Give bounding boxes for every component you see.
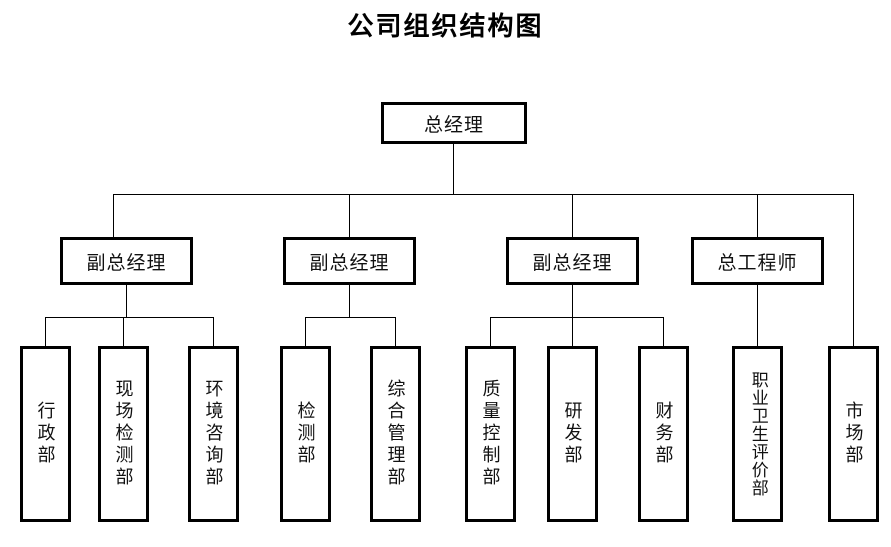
connector-vp1-to-d2 <box>123 317 124 346</box>
connector-vp2-bus <box>305 317 395 318</box>
connector-vp3-to-d8 <box>663 317 664 346</box>
connector-vp1-to-d1 <box>45 317 46 346</box>
node-quality-control-department[interactable]: 质量控制部 <box>465 346 516 522</box>
connector-bus-to-marketing <box>853 194 854 346</box>
connector-vp3-drop <box>572 285 573 318</box>
node-marketing-department[interactable]: 市场部 <box>828 346 879 522</box>
connector-level2-bus <box>113 194 854 195</box>
node-chief-engineer[interactable]: 总工程师 <box>691 237 824 285</box>
connector-vp2-to-d4 <box>305 317 306 346</box>
node-deputy-general-manager-3[interactable]: 副总经理 <box>506 237 639 285</box>
connector-bus-to-vp3 <box>572 194 573 237</box>
node-testing-department[interactable]: 检测部 <box>280 346 331 522</box>
node-research-development-department-label: 研发部 <box>562 401 583 467</box>
connector-chief-engineer-to-d9 <box>757 285 758 346</box>
page-title: 公司组织结构图 <box>347 12 544 41</box>
connector-root-drop <box>453 143 454 195</box>
node-deputy-general-manager-2[interactable]: 副总经理 <box>283 237 416 285</box>
node-marketing-department-label: 市场部 <box>843 401 864 467</box>
node-environmental-consulting-department[interactable]: 环境咨询部 <box>188 346 239 522</box>
node-environmental-consulting-department-label: 环境咨询部 <box>203 379 224 489</box>
node-deputy-general-manager-3-label: 副总经理 <box>532 252 613 274</box>
node-comprehensive-management-department-label: 综合管理部 <box>385 379 406 489</box>
connector-vp1-drop <box>126 285 127 318</box>
connector-vp2-drop <box>349 285 350 318</box>
node-deputy-general-manager-1[interactable]: 副总经理 <box>60 237 193 285</box>
node-occupational-health-evaluation-department[interactable]: 职业卫生评价部 <box>732 346 783 522</box>
node-finance-department[interactable]: 财务部 <box>638 346 689 522</box>
connector-vp3-bus <box>490 317 663 318</box>
node-quality-control-department-label: 质量控制部 <box>480 379 501 489</box>
connector-bus-to-vp1 <box>113 194 114 237</box>
connector-bus-to-chief-engineer <box>757 194 758 237</box>
node-administration-department[interactable]: 行政部 <box>20 346 71 522</box>
connector-bus-to-vp2 <box>349 194 350 237</box>
node-comprehensive-management-department[interactable]: 综合管理部 <box>370 346 421 522</box>
node-general-manager[interactable]: 总经理 <box>381 102 527 144</box>
connector-vp2-to-d5 <box>395 317 396 346</box>
connector-vp3-to-d6 <box>490 317 491 346</box>
node-onsite-testing-department-label: 现场检测部 <box>113 379 134 489</box>
connector-vp1-to-d3 <box>213 317 214 346</box>
node-administration-department-label: 行政部 <box>35 401 56 467</box>
node-research-development-department[interactable]: 研发部 <box>547 346 598 522</box>
node-deputy-general-manager-1-label: 副总经理 <box>86 252 167 274</box>
node-deputy-general-manager-2-label: 副总经理 <box>309 252 390 274</box>
node-occupational-health-evaluation-department-label: 职业卫生评价部 <box>748 371 768 497</box>
node-general-manager-label: 总经理 <box>423 114 484 136</box>
connector-vp3-to-d7 <box>572 317 573 346</box>
connector-vp1-bus <box>45 317 213 318</box>
node-chief-engineer-label: 总工程师 <box>717 252 798 274</box>
node-testing-department-label: 检测部 <box>295 401 316 467</box>
node-onsite-testing-department[interactable]: 现场检测部 <box>98 346 149 522</box>
node-finance-department-label: 财务部 <box>653 401 674 467</box>
